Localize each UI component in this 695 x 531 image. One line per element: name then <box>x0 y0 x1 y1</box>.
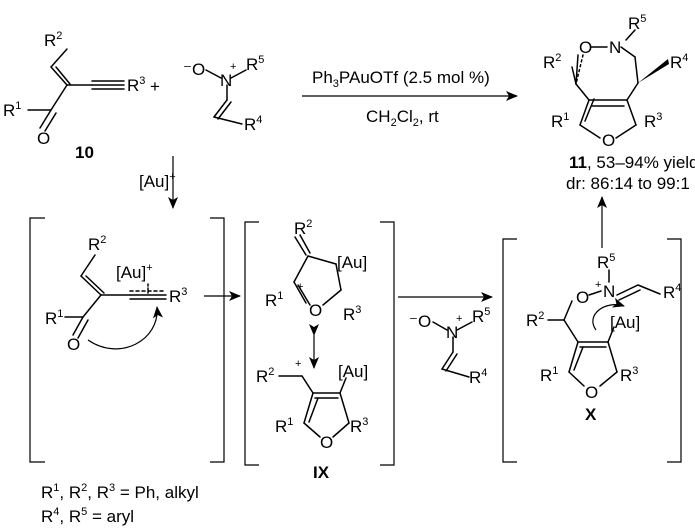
atom-O: O <box>37 129 50 148</box>
diastereomeric-ratio: dr: 86:14 to 99:1 <box>566 174 690 193</box>
nitrone-middle-structure <box>432 321 473 378</box>
svg-text:[Au]+: [Au]+ <box>116 262 153 282</box>
gold-activated-substrate <box>64 254 167 350</box>
svg-text:R2: R2 <box>543 52 561 72</box>
product-yield: 11, 53–94% yield <box>569 153 695 172</box>
substrate-10-structure <box>27 48 125 132</box>
svg-text:[Au]: [Au] <box>610 313 640 332</box>
svg-text:O: O <box>602 131 615 150</box>
intermediate-IX-label: IX <box>313 463 330 482</box>
svg-text:[Au]: [Au] <box>338 362 368 381</box>
substituent-definitions-line1: R1, R2, R3 = Ph, alkyl <box>41 482 199 502</box>
svg-text:+: + <box>230 61 236 73</box>
bracket-left-open <box>29 217 45 463</box>
catalyst-label: Ph3PAuOTf (2.5 mol %) <box>312 68 490 90</box>
svg-text:O: O <box>309 301 322 320</box>
svg-text:R3: R3 <box>644 111 662 131</box>
svg-text:R1: R1 <box>540 365 558 385</box>
svg-text:O: O <box>320 433 333 452</box>
svg-text:R2: R2 <box>44 30 62 50</box>
svg-text:R2: R2 <box>256 366 274 386</box>
svg-text:R2: R2 <box>88 234 106 254</box>
svg-text:R5: R5 <box>628 13 646 33</box>
bracket-left-close <box>210 217 225 463</box>
svg-text:R1: R1 <box>3 100 21 120</box>
svg-text:R1: R1 <box>551 111 569 131</box>
bracket-ix-open <box>244 221 259 466</box>
bracket-x-open <box>502 238 517 463</box>
svg-text:+: + <box>297 281 303 293</box>
plus-sign: + <box>150 77 160 96</box>
bracket-ix-close <box>380 221 395 466</box>
svg-text:O: O <box>579 38 592 57</box>
nitrone-top-structure <box>205 69 247 125</box>
svg-text:R1: R1 <box>275 416 293 436</box>
conditions-label: CH2Cl2, rt <box>366 107 439 129</box>
svg-text:O: O <box>67 335 80 354</box>
atom-N: N <box>220 71 232 90</box>
svg-text:R4: R4 <box>670 52 688 72</box>
svg-text:R3: R3 <box>620 365 638 385</box>
svg-text:R5: R5 <box>472 306 490 326</box>
svg-text:[Au]: [Au] <box>337 253 367 272</box>
svg-text:R1: R1 <box>265 290 283 310</box>
svg-text:R2: R2 <box>294 218 312 238</box>
svg-text:R5: R5 <box>597 252 615 272</box>
svg-text:+: + <box>295 358 301 370</box>
svg-text:O: O <box>585 383 598 402</box>
au-step-label: [Au]+ <box>139 171 176 191</box>
svg-text:R2: R2 <box>526 310 544 330</box>
intermediate-X-label: X <box>585 405 597 424</box>
svg-text:N: N <box>609 38 621 57</box>
svg-text:R3: R3 <box>169 286 187 306</box>
svg-text:R4: R4 <box>663 282 681 302</box>
intermediate-X-structure <box>547 269 661 387</box>
svg-text:R3: R3 <box>127 75 145 95</box>
svg-text:R3: R3 <box>343 304 361 324</box>
furyl-gold-carbene-resonance <box>278 234 350 438</box>
svg-text:O: O <box>576 288 589 307</box>
svg-text:⁻O: ⁻O <box>183 60 205 79</box>
substituent-definitions-line2: R4, R5 = aryl <box>41 506 134 526</box>
svg-text:R4: R4 <box>469 367 487 387</box>
svg-text:R5: R5 <box>246 54 264 74</box>
svg-text:R1: R1 <box>45 308 63 328</box>
product-11-structure <box>571 29 669 139</box>
bracket-x-close <box>667 238 682 463</box>
svg-text:R4: R4 <box>244 114 262 134</box>
svg-text:N: N <box>603 282 615 301</box>
svg-text:N: N <box>446 323 458 342</box>
svg-text:+: + <box>456 313 462 325</box>
svg-text:⁻O: ⁻O <box>409 312 431 331</box>
svg-text:+: + <box>595 279 601 291</box>
svg-text:R3: R3 <box>350 416 368 436</box>
compound-10-label: 10 <box>75 143 94 162</box>
